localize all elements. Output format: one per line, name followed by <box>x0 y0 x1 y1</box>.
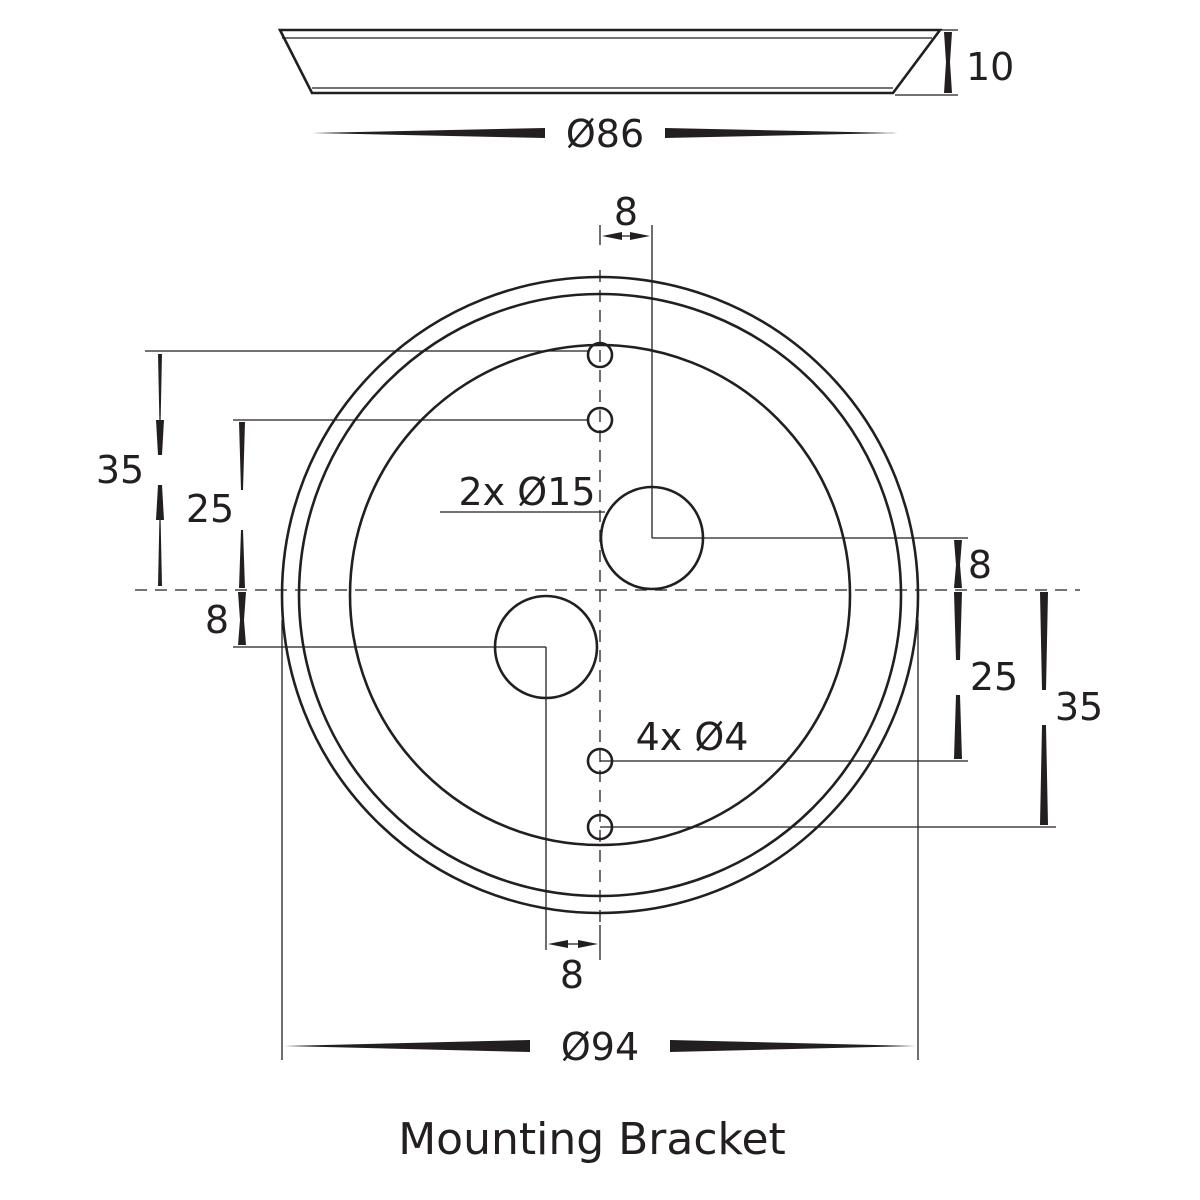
right-offset-label: 8 <box>968 543 992 587</box>
top-offset-label: 8 <box>614 190 638 234</box>
top-diameter-arrow-right <box>665 128 898 138</box>
large-holes-label: 2x Ø15 <box>458 470 595 514</box>
small-hole-1 <box>586 341 614 369</box>
left-dimensions: 35 25 8 2x Ø15 <box>96 350 605 950</box>
top-diameter-label: Ø86 <box>566 112 644 156</box>
right-inner-label: 25 <box>970 655 1018 699</box>
outer-diameter-dimension: Ø94 <box>281 620 919 1069</box>
outer-diameter-arrow-left <box>284 1040 530 1052</box>
left-outer-label: 35 <box>96 448 144 492</box>
bracket-plan-view <box>135 270 1080 925</box>
drawing-title: Mounting Bracket <box>398 1114 786 1165</box>
side-profile: 10 Ø86 <box>277 28 1014 156</box>
height-label: 10 <box>966 45 1014 89</box>
base-circle <box>348 343 852 847</box>
right-dimensions: 8 25 35 4x Ø4 <box>600 537 1103 828</box>
outer-diameter-label: Ø94 <box>561 1025 639 1069</box>
left-inner-label: 25 <box>186 487 234 531</box>
top-offset-dimension: 8 <box>599 190 653 538</box>
right-outer-label: 35 <box>1055 685 1103 729</box>
top-diameter-arrow-left <box>312 128 545 138</box>
left-offset-label: 8 <box>205 598 229 642</box>
height-dim-arrow <box>944 32 952 93</box>
bottom-offset-label: 8 <box>560 953 584 997</box>
bottom-offset-dimension: 8 <box>548 925 601 997</box>
outer-diameter-arrow-right <box>670 1040 916 1052</box>
small-holes-label: 4x Ø4 <box>636 715 749 759</box>
